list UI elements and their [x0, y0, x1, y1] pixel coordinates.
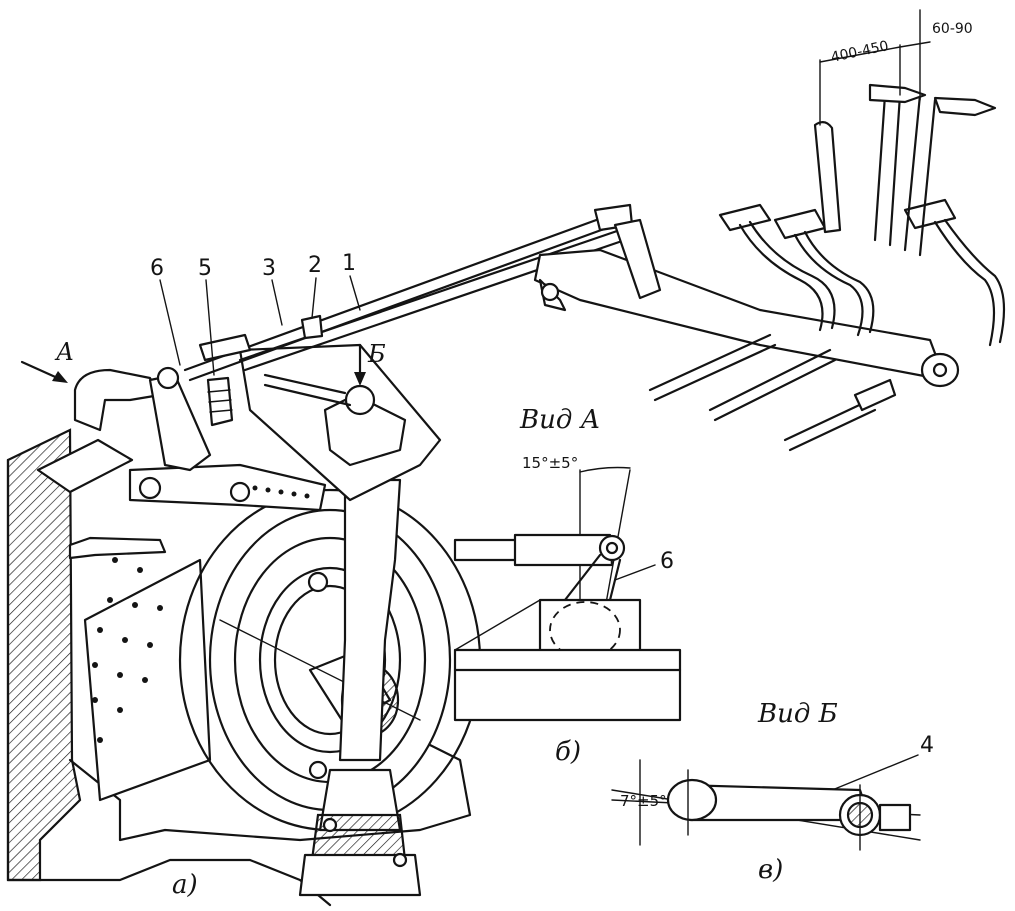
callout-6: 6: [150, 256, 164, 281]
lining-rivets: [92, 557, 163, 743]
housing-cap: [36, 438, 134, 494]
callout-4: 4: [920, 733, 934, 758]
part-c-label: в): [758, 855, 783, 885]
arrow-a-label: А: [54, 338, 74, 366]
pedal-right: [903, 198, 957, 230]
view-a-detail: Вид А 15°±5° 6 б): [453, 405, 682, 767]
support-pillar: [298, 478, 422, 897]
angle-b-label: 7°±5°: [620, 792, 667, 810]
lever-pin-2: [229, 481, 251, 503]
brake-assembly-view-a: [6, 83, 1006, 907]
part-b-label: б): [555, 737, 581, 767]
callout-1: 1: [342, 251, 356, 276]
callout-2: 2: [308, 253, 322, 278]
arrow-b-label: Б: [367, 340, 386, 368]
lever-6: [148, 373, 212, 472]
lever-holes: [252, 485, 310, 499]
callout-3: 3: [262, 256, 276, 281]
pedal-cross-shaft: [533, 218, 960, 388]
view-a-title: Вид А: [519, 405, 600, 435]
brake-cam-lever: [128, 463, 327, 512]
view-b-title: Вид Б: [757, 699, 838, 729]
view-arrow-b: Б: [354, 340, 386, 386]
pedals: [718, 198, 1006, 347]
lever-hub: [344, 384, 376, 416]
view-a-rod: [453, 538, 522, 562]
hand-levers: [813, 83, 997, 257]
rod-to-lever: [263, 383, 352, 407]
driver-rods: [648, 333, 897, 452]
cable-fitting: [68, 536, 167, 560]
dim-free-label: 60-90: [932, 21, 973, 37]
lever-6-pivot: [156, 366, 180, 390]
callouts: 6 5 3 2 1: [150, 251, 361, 376]
callout-5: 5: [198, 256, 212, 281]
elbow-pipe: [73, 368, 162, 432]
angle-a-label: 15°±5°: [522, 454, 578, 472]
dim-travel-label: 400-450: [830, 38, 891, 66]
part-a-label: а): [172, 870, 198, 900]
housing-base: [68, 738, 472, 842]
lever-pin: [138, 476, 162, 500]
pedal-left: [718, 203, 772, 232]
housing-wall: [6, 428, 82, 882]
pedal-middle: [773, 208, 827, 240]
view-b-detail: Вид Б 4 7°±5° в): [611, 699, 934, 885]
housing-outline: [6, 458, 332, 907]
view-a-callout-6: 6: [660, 549, 674, 574]
view-arrow-a: А: [20, 338, 74, 383]
